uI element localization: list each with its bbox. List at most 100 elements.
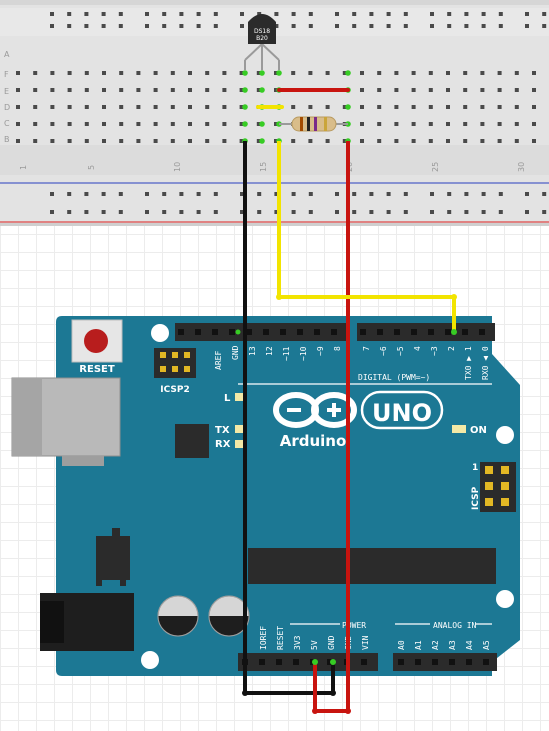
- hole: [481, 210, 486, 214]
- hole: [101, 210, 106, 214]
- wire-data[interactable]: [277, 141, 456, 332]
- hole: [67, 88, 72, 92]
- hole: [178, 329, 184, 335]
- hole: [213, 192, 218, 196]
- hole: [67, 71, 72, 75]
- hole: [102, 122, 106, 126]
- hole: [411, 105, 416, 109]
- hole: [119, 88, 124, 92]
- hole: [256, 71, 261, 75]
- hole: [67, 24, 72, 28]
- hole: [369, 24, 374, 28]
- led-tx-label: TX: [215, 425, 230, 436]
- hole: [293, 659, 299, 665]
- breadboard-holes: [16, 12, 547, 214]
- hole: [352, 12, 357, 16]
- hole: [256, 122, 261, 126]
- hole: [188, 105, 192, 109]
- wire-ground[interactable]: [243, 141, 335, 695]
- hole: [335, 12, 339, 16]
- hole: [428, 105, 433, 109]
- reset-label: RESET: [79, 364, 115, 375]
- hole: [291, 24, 296, 28]
- led-l: [235, 393, 245, 401]
- reset-button[interactable]: [71, 319, 123, 363]
- hole: [179, 192, 184, 196]
- hole: [480, 139, 485, 143]
- hole: [119, 139, 124, 143]
- hole: [360, 139, 364, 143]
- capacitor: [208, 595, 250, 637]
- hole: [532, 139, 536, 143]
- hole: [377, 329, 383, 335]
- hole: [240, 24, 244, 28]
- hole: [188, 122, 192, 126]
- hole: [188, 88, 192, 92]
- led-rx-label: RX: [215, 439, 231, 450]
- hole: [331, 329, 337, 335]
- hole: [480, 71, 485, 75]
- hole: [430, 12, 434, 16]
- hole: [479, 329, 485, 335]
- hole: [464, 192, 469, 196]
- hole: [447, 24, 452, 28]
- usb-chip: [175, 424, 209, 458]
- hole: [428, 329, 434, 335]
- hole: [50, 71, 55, 75]
- hole: [118, 24, 123, 28]
- hole: [240, 192, 244, 196]
- hole: [162, 24, 167, 28]
- wire-5v[interactable]: [313, 141, 350, 713]
- hole: [360, 71, 364, 75]
- hole: [136, 88, 141, 92]
- hole: [394, 139, 399, 143]
- hole: [480, 122, 485, 126]
- hole: [308, 71, 313, 75]
- hole: [411, 139, 416, 143]
- pin-label-gnd: GND: [231, 345, 240, 360]
- temperature-sensor[interactable]: DS18 B20: [244, 14, 280, 70]
- hole: [213, 12, 218, 16]
- digital-header-right[interactable]: [357, 323, 495, 341]
- hole: [213, 210, 218, 214]
- row-letter-a: A: [4, 50, 10, 59]
- hole: [162, 210, 167, 214]
- hole: [179, 210, 184, 214]
- hole: [498, 24, 503, 28]
- power-header[interactable]: [238, 653, 378, 671]
- hole: [342, 139, 347, 143]
- hole: [415, 659, 421, 665]
- hole: [445, 329, 451, 335]
- hole: [222, 105, 227, 109]
- hole: [50, 122, 55, 126]
- hole: [179, 12, 184, 16]
- hole: [411, 71, 416, 75]
- analog-header[interactable]: [393, 653, 497, 671]
- hole: [449, 659, 455, 665]
- hole: [386, 12, 391, 16]
- hole: [188, 71, 192, 75]
- resistor[interactable]: [279, 116, 348, 132]
- power-jack[interactable]: [40, 593, 134, 651]
- hole: [205, 122, 210, 126]
- hole: [102, 105, 106, 109]
- hole: [542, 12, 547, 16]
- pin-label-a0: A0: [397, 640, 406, 650]
- hole: [514, 139, 519, 143]
- usb-connector[interactable]: [11, 377, 121, 466]
- hole: [50, 192, 54, 196]
- hole: [398, 659, 404, 665]
- hole: [352, 210, 357, 214]
- hole: [532, 88, 536, 92]
- hole: [428, 88, 433, 92]
- col-number-25: 25: [431, 162, 440, 172]
- hole: [514, 88, 519, 92]
- pin-label-a2: A2: [431, 640, 440, 650]
- hole: [360, 122, 364, 126]
- hole: [446, 122, 450, 126]
- digital-header-left[interactable]: [175, 323, 348, 341]
- hole: [483, 659, 489, 665]
- pin-label-ioref: IOREF: [259, 626, 268, 650]
- hole: [377, 88, 382, 92]
- digital-label: DIGITAL (PWM=~): [358, 373, 430, 382]
